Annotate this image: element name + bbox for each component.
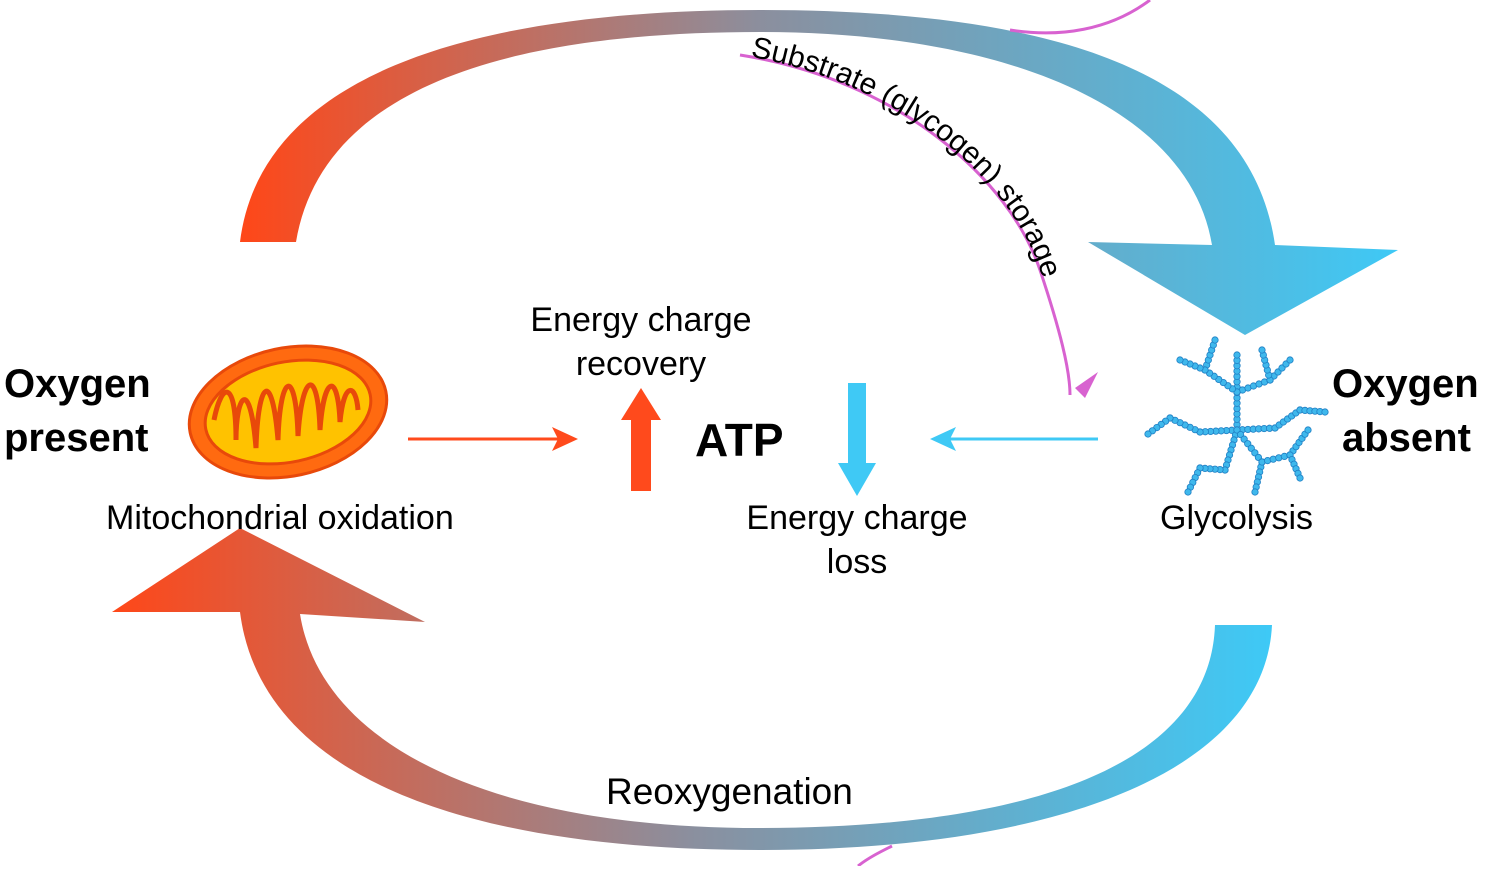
loss-label-1: Energy charge xyxy=(746,499,968,537)
glycogen-icon xyxy=(1144,336,1329,496)
bottom-cycle-arrow xyxy=(112,528,1272,850)
right-state-label-2: absent xyxy=(1342,416,1471,460)
storage-arrow xyxy=(739,0,1151,868)
recovery-up-arrow xyxy=(621,388,661,491)
left-process-label: Mitochondrial oxidation xyxy=(106,499,454,537)
atp-label: ATP xyxy=(695,414,784,466)
storage-label: Substrate (glycogen) storage xyxy=(749,31,1068,281)
left-state-label-2: present xyxy=(4,416,149,460)
reoxygenation-label: Reoxygenation xyxy=(606,771,853,812)
left-state-label-1: Oxygen xyxy=(4,362,151,406)
oxidation-to-atp-arrow xyxy=(408,427,578,451)
recovery-label-2: recovery xyxy=(575,345,707,383)
loss-down-arrow xyxy=(838,383,876,496)
mitochondrion-icon xyxy=(187,344,389,480)
right-state-label-1: Oxygen xyxy=(1332,362,1479,406)
glycolysis-to-atp-arrow xyxy=(930,427,1098,451)
loss-label-2: loss xyxy=(826,543,888,581)
right-process-label: Glycolysis xyxy=(1160,499,1314,537)
recovery-label-1: Energy charge xyxy=(530,301,752,339)
storage-label-text: Substrate (glycogen) storage xyxy=(749,31,1068,281)
top-cycle-arrow xyxy=(240,10,1398,335)
